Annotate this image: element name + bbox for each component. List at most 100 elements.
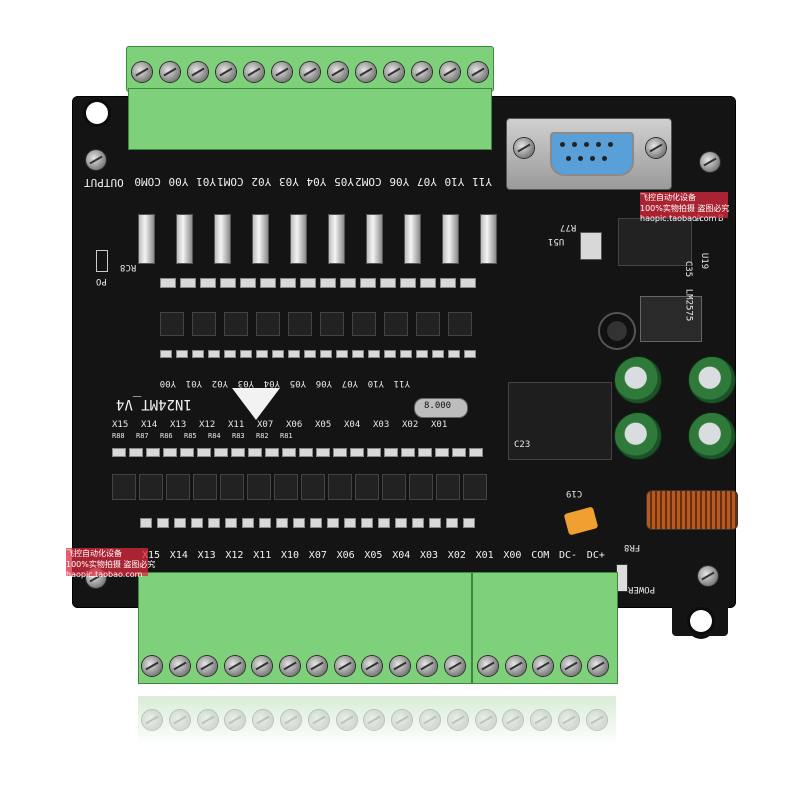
terminal-screw <box>279 656 300 676</box>
output-label: Y04 <box>263 378 280 388</box>
terminal-screw <box>586 710 607 730</box>
regulator-label: LM2575 <box>683 288 694 322</box>
watermark-line2: 100%实物拍摄 盗图必究 <box>66 560 156 569</box>
output-transistor <box>328 214 345 264</box>
smd-component <box>192 350 204 358</box>
resistor-label: R88 <box>112 432 125 440</box>
smd-component <box>224 350 236 358</box>
smd-component <box>192 312 216 336</box>
resistor-label: R86 <box>160 432 173 440</box>
terminal-label: Y10 <box>444 175 465 188</box>
smd-component <box>340 278 356 288</box>
terminal-label: X02 <box>447 550 466 561</box>
smd-component <box>333 448 347 457</box>
terminal-label: Y07 <box>416 175 437 188</box>
u19-label: U19 <box>699 252 710 270</box>
c19-label: C19 <box>566 488 583 498</box>
smd-component <box>452 448 466 457</box>
brand-logo <box>232 388 280 420</box>
smd-component <box>448 312 472 336</box>
top-terminal-screws <box>128 60 490 84</box>
terminal-screw <box>272 62 292 82</box>
smd-component <box>436 474 460 500</box>
smd-component <box>463 518 475 528</box>
terminal-screw <box>253 710 274 730</box>
terminal-screw <box>160 62 180 82</box>
optocoupler-row <box>112 472 502 506</box>
terminal-screw <box>503 710 524 730</box>
output-label: Y11 <box>393 378 410 388</box>
terminal-label: X00 <box>503 550 522 561</box>
input-label: X07 <box>257 420 274 430</box>
smd-component <box>166 474 190 500</box>
terminal-label: X11 <box>253 550 272 561</box>
terminal-screw <box>224 656 245 676</box>
terminal-label: Y04 <box>306 175 327 188</box>
smd-component <box>355 474 379 500</box>
db9-pin <box>590 156 595 161</box>
terminal-label: X07 <box>308 550 327 561</box>
smd-component <box>469 448 483 457</box>
smd-component <box>191 518 203 528</box>
smd-component <box>384 312 408 336</box>
reflection-screws <box>138 710 616 732</box>
terminal-screw <box>533 656 553 676</box>
smd-component <box>208 518 220 528</box>
terminal-screw <box>560 656 581 676</box>
terminal-screw <box>384 62 404 82</box>
watermark-line3: haopic.taobao.com <box>640 214 717 223</box>
rs485-chip <box>618 218 692 266</box>
terminal-screw <box>132 62 152 82</box>
terminal-screw <box>281 710 301 730</box>
terminal-screw <box>142 710 162 730</box>
smd-component <box>259 518 271 528</box>
terminal-screw <box>505 656 526 676</box>
transistor-row-upper <box>160 310 490 344</box>
smd-row-input <box>112 446 502 470</box>
terminal-screw <box>588 656 608 676</box>
terminal-screw <box>559 710 579 730</box>
smd-component <box>242 518 254 528</box>
output-header: OUTPUT <box>84 176 124 189</box>
db9-screw-left <box>514 138 534 158</box>
resistor-label: R81 <box>280 432 293 440</box>
mcu-chip <box>508 382 612 460</box>
input-label: X15 <box>112 420 129 430</box>
terminal-screw <box>197 656 217 676</box>
mount-tab-hole <box>690 610 712 632</box>
terminal-screw <box>142 656 162 676</box>
terminal-label: COM1 <box>217 175 244 188</box>
voltage-regulator <box>640 296 702 342</box>
output-transistor <box>404 214 421 264</box>
smd-component <box>256 312 280 336</box>
smd-component <box>129 448 143 457</box>
smd-component <box>429 518 441 528</box>
terminal-label: Y05 <box>334 175 354 188</box>
smd-component <box>299 448 313 457</box>
input-label: X13 <box>170 420 187 430</box>
smd-component <box>300 278 316 288</box>
watermark-line3: haopic.taobao.com <box>66 570 143 579</box>
terminal-label: DC+ <box>586 550 605 561</box>
smd-component <box>200 278 216 288</box>
smd-component <box>412 518 424 528</box>
output-transistor <box>138 214 155 264</box>
smd-component <box>160 350 172 358</box>
db9-connector[interactable] <box>550 132 634 176</box>
terminal-label: X14 <box>169 550 188 561</box>
smd-component <box>464 350 476 358</box>
crystal-label: 8.000 <box>424 401 452 411</box>
smd-component <box>112 448 126 457</box>
rc8-label: RC8 <box>120 262 137 272</box>
terminal-screw <box>362 656 382 676</box>
terminal-screw <box>225 710 246 730</box>
output-label: Y00 <box>159 378 176 388</box>
smd-component <box>160 278 176 288</box>
terminal-screw <box>197 710 218 730</box>
terminal-screw <box>216 62 236 82</box>
terminal-screw <box>447 710 468 730</box>
db9-screw-right <box>646 138 666 158</box>
smd-component <box>344 518 356 528</box>
